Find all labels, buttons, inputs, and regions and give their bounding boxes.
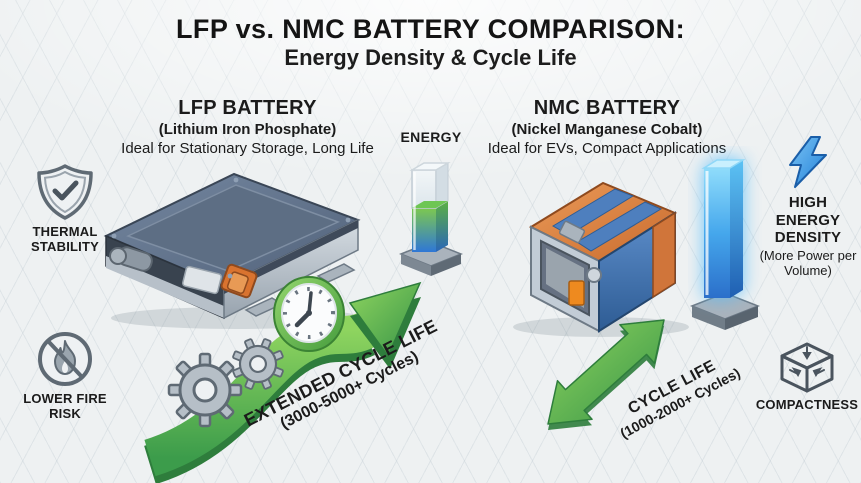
thermal-stability-feature: THERMAL STABILITY [17,163,113,255]
cube-icon [780,342,834,393]
nmc-battery-use-case: Ideal for EVs, Compact Applications [487,139,727,157]
lfp-battery-header: LFP BATTERY (Lithium Iron Phosphate) Ide… [80,96,415,159]
nmc-cycle-arrow [547,319,665,430]
lfp-battery-use-case: Ideal for Stationary Storage, Long Life [121,139,374,157]
lower-fire-risk-label: LOWER FIRE RISK [23,391,107,421]
page-title: LFP vs. NMC BATTERY COMPARISON: [176,14,685,44]
lfp-battery-chemistry: (Lithium Iron Phosphate) [158,121,337,138]
gears-icon [167,338,284,428]
lfp-battery-name: LFP BATTERY [178,97,317,119]
clock-icon [273,276,345,352]
high-energy-density-label: HIGH ENERGY DENSITY [774,194,842,247]
lfp-cycle-arrow [143,281,422,483]
lightning-icon [789,136,827,188]
lfp-energy-bar-label: ENERGY [400,129,462,145]
nmc-battery-illustration [513,181,689,337]
compactness-label: COMPACTNESS [755,397,859,412]
nmc-battery-chemistry: (Nickel Manganese Cobalt) [511,121,703,138]
shield-check-icon [37,164,93,220]
compactness-feature: COMPACTNESS [745,340,861,413]
no-fire-icon [38,332,92,386]
thermal-stability-label: THERMAL STABILITY [31,224,99,254]
page-subtitle: Energy Density & Cycle Life [284,45,577,70]
lower-fire-risk-feature: LOWER FIRE RISK [17,330,113,422]
high-energy-density-feature: HIGH ENERGY DENSITY (More Power per Volu… [756,136,860,279]
high-energy-density-sublabel: (More Power per Volume) [759,248,857,278]
nmc-battery-name: NMC BATTERY [533,97,681,119]
nmc-energy-bar [689,159,761,330]
nmc-battery-header: NMC BATTERY (Nickel Manganese Cobalt) Id… [457,96,757,159]
lfp-energy-bar [398,162,464,276]
